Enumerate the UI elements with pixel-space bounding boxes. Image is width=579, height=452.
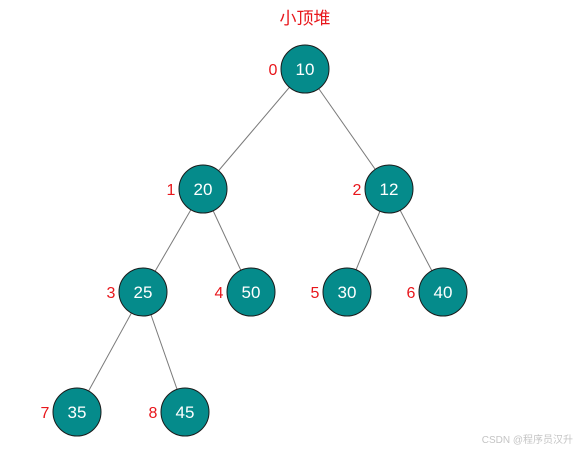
heap-node-2: 12 2 (353, 164, 414, 214)
node-circle (52, 387, 102, 437)
node-value: 30 (338, 283, 357, 302)
node-circle (322, 267, 372, 317)
watermark: CSDN @程序员汉升 (482, 433, 573, 446)
heap-node-5: 30 5 (311, 267, 372, 317)
node-circle (178, 164, 228, 214)
node-index-label: 3 (107, 285, 116, 302)
node-index-label: 8 (149, 405, 158, 422)
node-value: 20 (194, 180, 213, 199)
node-index-label: 6 (407, 285, 416, 302)
node-index-label: 5 (311, 285, 320, 302)
node-index-label: 4 (215, 285, 224, 302)
node-circle (226, 267, 276, 317)
node-circle (364, 164, 414, 214)
heap-node-6: 40 6 (407, 267, 468, 317)
node-circle (418, 267, 468, 317)
node-circle (160, 387, 210, 437)
node-value: 50 (242, 283, 261, 302)
node-value: 12 (380, 180, 399, 199)
edge-0-1 (202, 68, 306, 190)
heap-node-8: 45 8 (149, 387, 210, 437)
node-value: 10 (296, 60, 315, 79)
nodes-layer: 10 0 20 1 12 2 25 3 50 4 30 5 40 6 35 7 45 8 (41, 44, 468, 437)
node-value: 25 (134, 283, 153, 302)
node-circle (118, 267, 168, 317)
heap-node-7: 35 7 (41, 387, 102, 437)
edges-layer (76, 68, 444, 413)
diagram-title: 小顶堆 (280, 9, 331, 28)
heap-node-4: 50 4 (215, 267, 276, 317)
node-value: 45 (176, 403, 195, 422)
node-index-label: 0 (269, 62, 278, 79)
node-index-label: 1 (167, 182, 176, 199)
heap-node-0: 10 0 (269, 44, 330, 94)
heap-node-3: 25 3 (107, 267, 168, 317)
node-index-label: 2 (353, 182, 362, 199)
node-value: 35 (68, 403, 87, 422)
node-circle (280, 44, 330, 94)
node-index-label: 7 (41, 405, 50, 422)
heap-node-1: 20 1 (167, 164, 228, 214)
node-value: 40 (434, 283, 453, 302)
